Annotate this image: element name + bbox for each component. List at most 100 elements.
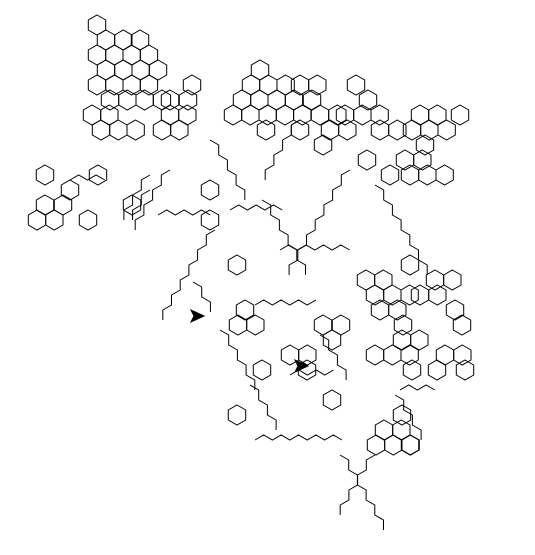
hexagon-cell xyxy=(365,344,385,366)
hexagon-cell xyxy=(45,209,64,231)
walk-trail xyxy=(134,169,171,230)
hexagon-cell xyxy=(427,359,447,381)
hexagon-cell xyxy=(388,119,407,141)
walk-trail xyxy=(123,174,151,220)
hexagon-cell xyxy=(370,119,390,141)
hexagon-cell xyxy=(400,434,420,456)
hexagon-cell xyxy=(435,344,455,366)
hexagon-cell xyxy=(400,344,419,366)
hexagon-cell xyxy=(298,344,317,366)
hexagon-cell xyxy=(275,104,295,126)
hexagon-cell xyxy=(450,104,470,126)
hexagon-cell xyxy=(435,164,454,186)
hexagon-cell xyxy=(109,119,128,141)
hexagon-cell xyxy=(413,149,432,171)
hexagon-cell xyxy=(388,299,407,321)
hexagon-cell xyxy=(365,284,385,306)
hexagon-cell xyxy=(227,404,247,426)
walk-trail xyxy=(264,119,301,180)
hexagon-cell xyxy=(437,119,456,141)
hexagon-cell xyxy=(160,89,180,111)
walk-trail xyxy=(209,139,246,200)
hexagon-cell xyxy=(328,104,347,126)
hexagon-cell xyxy=(60,179,80,201)
hexagon-cell xyxy=(228,314,248,336)
hexagon-cell xyxy=(200,209,220,231)
hexagon-cell xyxy=(152,89,172,111)
hexagon-cell xyxy=(170,119,189,141)
walk-trail xyxy=(132,189,151,220)
walk-trail-group xyxy=(69,119,436,530)
hexagon-cell xyxy=(35,164,55,186)
walk-trail xyxy=(394,394,422,440)
hexagon-cell xyxy=(182,74,202,96)
hexagon-cell xyxy=(200,179,220,201)
hexagon-cell xyxy=(453,344,472,366)
hexagon-cell xyxy=(400,254,420,276)
walk-trail xyxy=(192,281,211,312)
hexagon-cell xyxy=(393,314,413,336)
hexagon-cell xyxy=(346,74,366,96)
hexagon-cell-group xyxy=(27,14,475,456)
hexagon-cell xyxy=(252,359,272,381)
hexagon-cell xyxy=(308,74,327,96)
hexagon-cell xyxy=(384,434,403,456)
hexagon-cell xyxy=(395,149,415,171)
walk-trail xyxy=(249,384,277,430)
hexagon-cell xyxy=(400,164,420,186)
walk-trail xyxy=(339,454,384,530)
walk-trail xyxy=(219,329,256,390)
hexagon-cell xyxy=(400,284,419,306)
hexagon-cell xyxy=(178,104,197,126)
walk-trail xyxy=(162,229,216,320)
hexagon-cell xyxy=(91,119,111,141)
hexagon-cell xyxy=(380,164,400,186)
turtle-group xyxy=(189,308,310,374)
walk-trail xyxy=(399,384,436,391)
hexagon-cell xyxy=(383,284,402,306)
hexagon-cell xyxy=(357,149,377,171)
hexagon-cell xyxy=(366,434,386,456)
turtle-cursor-icon xyxy=(189,308,206,324)
hexagon-cell xyxy=(452,314,472,336)
walk-trail xyxy=(261,199,306,275)
hexagon-cell xyxy=(370,299,390,321)
hexagon-cell xyxy=(178,89,198,111)
walk-trail xyxy=(374,184,428,275)
walk-trail xyxy=(279,244,350,251)
hexagon-cell xyxy=(320,119,340,141)
hexagon-cell xyxy=(78,209,98,231)
walk-trail xyxy=(69,174,106,181)
hexagon-cell xyxy=(27,209,47,231)
walk-trail xyxy=(229,204,283,211)
hexagon-cell xyxy=(383,344,402,366)
hexagon-cell xyxy=(223,104,243,126)
hexagon-cell xyxy=(88,164,108,186)
hexagon-cell xyxy=(335,104,355,126)
hexagon-cell xyxy=(338,119,357,141)
hexagon-cell xyxy=(241,104,260,126)
hexagon-cell xyxy=(370,104,389,126)
hexagon-cell xyxy=(443,269,462,291)
hexagon-cell xyxy=(152,119,172,141)
hexagon-cell xyxy=(139,74,159,96)
hexagon-cell xyxy=(122,194,142,216)
hexagon-cell xyxy=(246,314,265,336)
walk-trail xyxy=(254,434,343,441)
hexagon-cell xyxy=(256,119,276,141)
hexagon-cell xyxy=(87,74,107,96)
hexagon-cell xyxy=(455,359,475,381)
hexagon-cell xyxy=(353,104,372,126)
walk-trail xyxy=(157,209,211,216)
walk-trail xyxy=(319,334,347,380)
hexagon-cell xyxy=(313,134,333,156)
hexagon-cell xyxy=(410,284,430,306)
hexagon-cell xyxy=(130,29,150,51)
walk-trail xyxy=(254,299,317,306)
hexagon-cell xyxy=(415,134,435,156)
hexagon-cell xyxy=(402,359,422,381)
turtle-cursor-icon xyxy=(293,358,310,374)
hexagon-cell xyxy=(445,299,465,321)
hexagon-cell xyxy=(428,284,447,306)
